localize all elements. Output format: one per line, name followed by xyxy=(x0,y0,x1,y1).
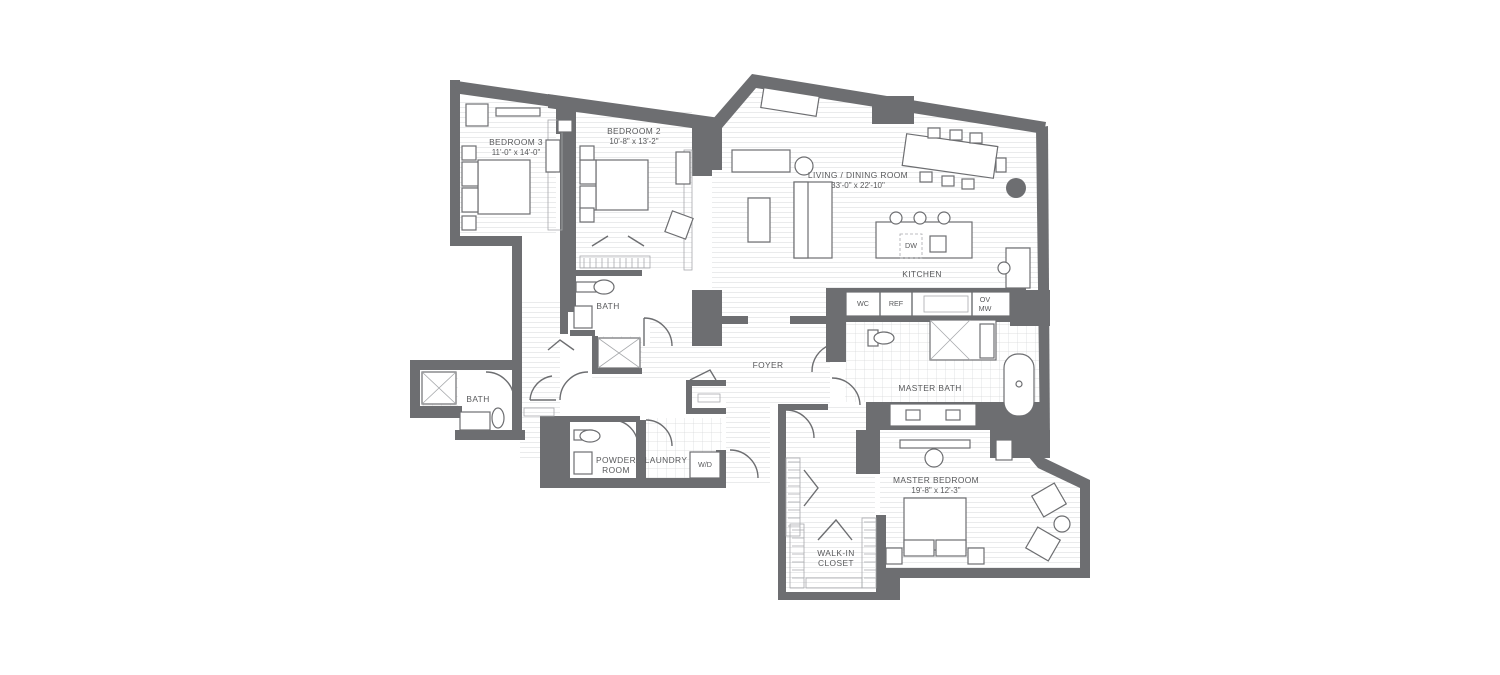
walkin-line2: CLOSET xyxy=(818,558,854,568)
toilet-icon xyxy=(491,407,505,429)
ov-label: OV xyxy=(980,295,991,304)
chair-icon xyxy=(465,103,489,127)
mw-label: MW xyxy=(979,304,992,313)
closets xyxy=(523,119,877,589)
sink-icon xyxy=(929,235,947,253)
living-name: LIVING / DINING ROOM xyxy=(808,170,908,180)
master-bedroom-size: 19'-8" x 12'-3" xyxy=(911,486,960,495)
master-bath-name: MASTER BATH xyxy=(898,383,961,393)
wc-label: WC xyxy=(857,299,869,308)
sink-icon xyxy=(573,305,593,329)
ref-label: REF xyxy=(889,299,904,308)
kitchen-name: KITCHEN xyxy=(902,269,942,279)
bath-lower-name: BATH xyxy=(466,394,489,404)
wd-label: W/D xyxy=(698,460,712,469)
foyer-name: FOYER xyxy=(753,360,784,370)
bed-icon xyxy=(477,159,531,215)
room-labels: BEDROOM 3 11'-0" x 14'-0" BEDROOM 2 10'-… xyxy=(466,126,979,568)
appliance-labels: DW WC REF OV MW W/D xyxy=(698,241,992,469)
furniture xyxy=(421,87,1071,565)
toilet-icon xyxy=(575,281,597,293)
bedroom2-size: 10'-8" x 13'-2" xyxy=(609,137,658,146)
powder-line1: POWDER xyxy=(596,455,636,465)
bedroom3-size: 11'-0" x 14'-0" xyxy=(492,148,541,157)
dw-label: DW xyxy=(905,241,917,250)
bath-upper-name: BATH xyxy=(596,301,619,311)
chair-icon xyxy=(1024,526,1062,562)
plant-icon xyxy=(1006,178,1026,198)
bedroom2-name: BEDROOM 2 xyxy=(607,126,661,136)
bed-icon xyxy=(595,159,649,211)
bedroom3-name: BEDROOM 3 xyxy=(489,137,543,147)
sofa-icon xyxy=(760,87,820,117)
laundry-name: LAUNDRY xyxy=(645,455,688,465)
chair-icon xyxy=(1030,482,1068,518)
powder-line2: ROOM xyxy=(602,465,630,475)
toilet-icon xyxy=(579,429,601,443)
walkin-line1: WALK-IN xyxy=(817,548,854,558)
living-size: 33'-0" x 22'-10" xyxy=(831,181,885,190)
master-bedroom-name: MASTER BEDROOM xyxy=(893,475,979,485)
